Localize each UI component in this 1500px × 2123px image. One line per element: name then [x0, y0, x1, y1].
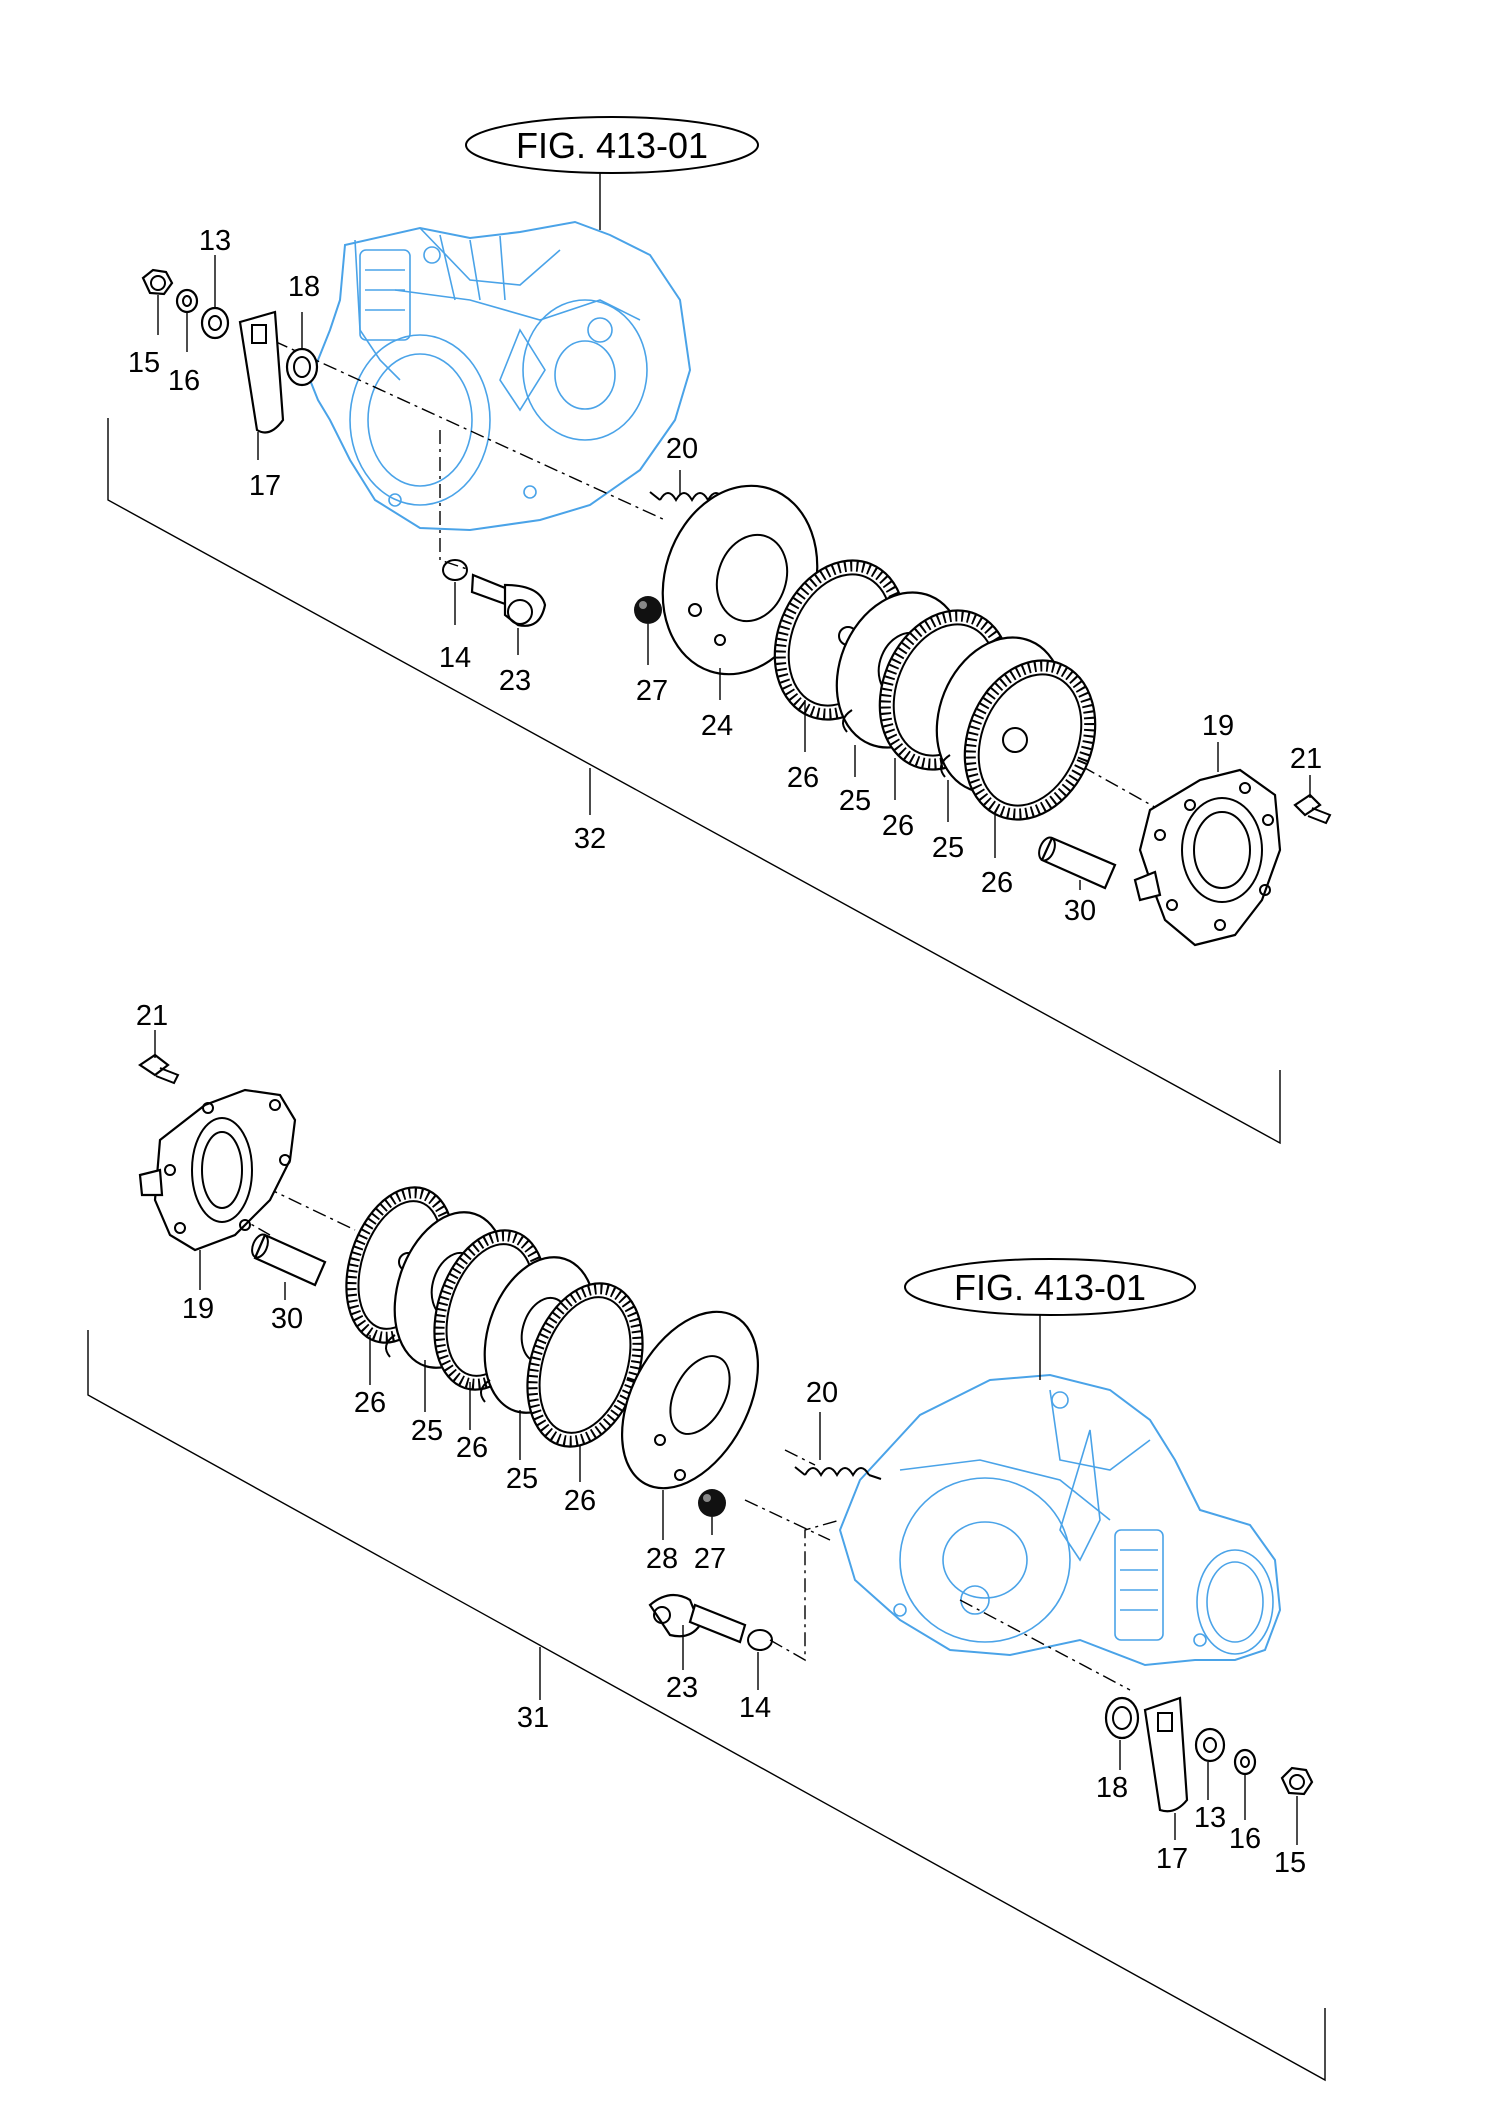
washer-13-top	[200, 306, 230, 340]
friction-disc-26c-top	[963, 659, 1097, 821]
seal-18-bottom	[1104, 1696, 1140, 1740]
o-ring-14-bottom	[747, 1629, 773, 1651]
spring-20-bottom	[794, 1466, 882, 1480]
fig-ref-bottom: FIG. 413-01	[954, 1267, 1146, 1308]
nut-15-top	[141, 268, 174, 296]
label-14-bottom: 14	[739, 1692, 771, 1724]
lever-17-bottom	[1143, 1696, 1189, 1813]
label-15-top: 15	[128, 347, 160, 379]
label-27-bottom: 27	[694, 1543, 726, 1575]
top-assembly: FIG. 413-01	[107, 116, 1332, 1145]
housing-bottom	[838, 1373, 1282, 1667]
label-20-top: 20	[666, 433, 698, 465]
bolt-21-bottom	[138, 1053, 180, 1085]
label-21-bottom: 21	[136, 1000, 168, 1032]
label-26b-top: 26	[882, 810, 914, 842]
friction-disc-26c-bottom	[526, 1282, 644, 1448]
ball-27-bottom	[698, 1489, 726, 1517]
shaft-23-top	[470, 573, 547, 627]
cover-19-top	[1133, 768, 1282, 947]
fig-ref-bottom-oval[interactable]	[904, 1258, 1196, 1316]
label-13-bottom: 13	[1194, 1802, 1226, 1834]
label-20-bottom: 20	[806, 1377, 838, 1409]
label-16-bottom: 16	[1229, 1823, 1261, 1855]
label-21-top: 21	[1290, 743, 1322, 775]
label-23-top: 23	[499, 665, 531, 697]
nut-15-bottom	[1280, 1766, 1314, 1796]
seal-18-top	[285, 347, 319, 387]
label-26b-bottom: 26	[456, 1432, 488, 1464]
label-16-top: 16	[168, 365, 200, 397]
label-19-bottom: 19	[182, 1293, 214, 1325]
label-32-top: 32	[574, 823, 606, 855]
shaft-23-bottom	[648, 1593, 747, 1644]
bracket-32	[107, 418, 1281, 1145]
label-25b-bottom: 25	[506, 1463, 538, 1495]
label-15-bottom: 15	[1274, 1847, 1306, 1879]
washer-13-bottom	[1194, 1727, 1226, 1763]
o-ring-14-top	[442, 559, 468, 581]
label-30-top: 30	[1064, 895, 1096, 927]
cover-19-bottom	[138, 1088, 297, 1252]
label-25b-top: 25	[932, 832, 964, 864]
pin-30-bottom	[251, 1233, 327, 1287]
label-24-top: 24	[701, 710, 733, 742]
ramp-plate-28-bottom	[620, 1310, 760, 1490]
lock-washer-16-top	[175, 288, 199, 314]
bottom-assembly: FIG. 413-01	[87, 1000, 1326, 2082]
label-17-top: 17	[249, 470, 281, 502]
label-26a-bottom: 26	[354, 1387, 386, 1419]
label-18-bottom: 18	[1096, 1772, 1128, 1804]
label-18-top: 18	[288, 271, 320, 303]
label-25a-top: 25	[839, 785, 871, 817]
label-17-bottom: 17	[1156, 1843, 1188, 1875]
label-31-bottom: 31	[517, 1702, 549, 1734]
pin-30-top	[1038, 836, 1117, 890]
label-26c-bottom: 26	[564, 1485, 596, 1517]
label-26c-top: 26	[981, 867, 1013, 899]
label-14-top: 14	[439, 642, 471, 674]
label-26a-top: 26	[787, 762, 819, 794]
bolt-21-top	[1293, 793, 1332, 825]
label-13-top: 13	[199, 225, 231, 257]
bracket-31	[87, 1330, 1326, 2082]
lever-17-top	[238, 310, 285, 434]
label-23-bottom: 23	[666, 1672, 698, 1704]
fig-ref-top: FIG. 413-01	[516, 125, 708, 166]
lock-washer-16-bottom	[1233, 1748, 1257, 1776]
housing-top	[308, 220, 692, 532]
label-28-bottom: 28	[646, 1543, 678, 1575]
ball-27-top	[634, 596, 662, 624]
fig-ref-top-oval[interactable]	[465, 116, 759, 174]
label-27-top: 27	[636, 675, 668, 707]
label-25a-bottom: 25	[411, 1415, 443, 1447]
label-30-bottom: 30	[271, 1303, 303, 1335]
label-19-top: 19	[1202, 710, 1234, 742]
